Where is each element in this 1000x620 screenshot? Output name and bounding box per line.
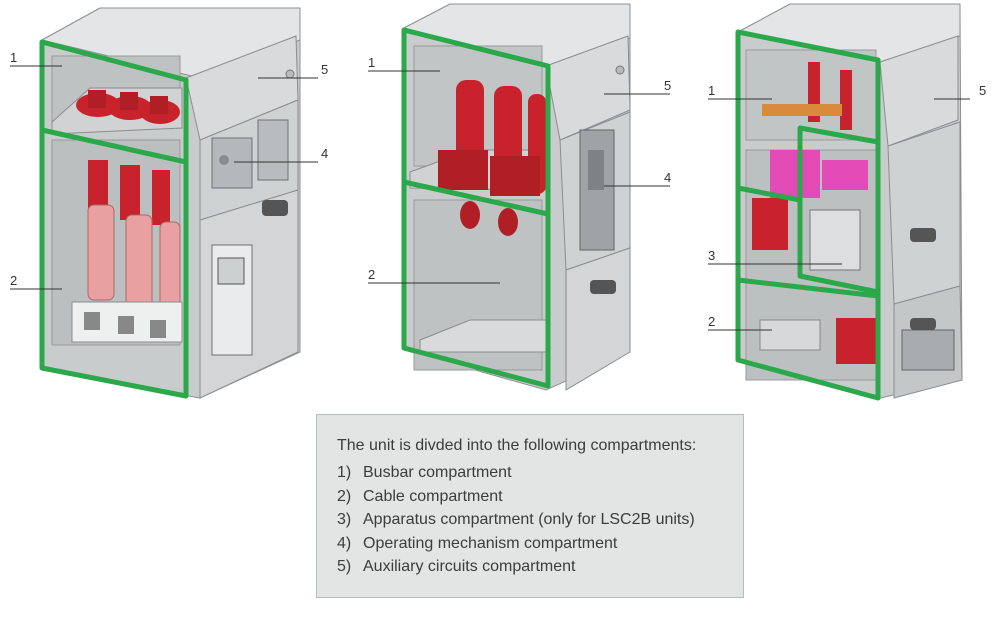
legend-intro: The unit is divded into the following co… — [337, 437, 697, 454]
legend-item-label: Cable compartment — [363, 487, 503, 505]
switchgear-unit-right — [735, 3, 963, 401]
callout-right-2: 2 — [708, 314, 716, 329]
callout-right-3: 3 — [708, 248, 716, 263]
callout-left-5: 5 — [321, 62, 329, 77]
callout-left-4: 4 — [321, 146, 329, 161]
busbar-insulators-left — [76, 90, 180, 124]
legend-item-number: 4) — [337, 534, 352, 552]
legend-item-label: Auxiliary circuits compartment — [363, 558, 576, 575]
compartment-highlight-left — [39, 39, 189, 399]
legend-item-cable: 2) Cable compartment — [337, 485, 743, 509]
callout-middle-2: 2 — [368, 267, 376, 282]
compartment-highlight-right — [735, 29, 881, 401]
cable-compartment-insulators-left — [71, 160, 183, 343]
switchgear-unit-middle — [401, 3, 631, 391]
legend-item-number: 1) — [337, 464, 352, 481]
legend-item-operating-mechanism: 4) Operating mechanism compartment — [337, 532, 743, 556]
callout-right-1: 1 — [708, 83, 716, 98]
callout-right-5: 5 — [979, 83, 987, 98]
callout-middle-4: 4 — [664, 170, 672, 185]
legend-item-number: 2) — [337, 487, 352, 505]
callout-middle-5: 5 — [664, 78, 672, 93]
busbar-insulators-middle — [438, 80, 546, 236]
callout-left-1: 1 — [10, 50, 18, 65]
legend-item-label: Operating mechanism compartment — [363, 534, 618, 552]
switchgear-unit-left — [39, 7, 301, 399]
legend-item-number: 5) — [337, 558, 352, 575]
legend-list: 1) Busbar compartment 2) Cable compartment… — [337, 461, 743, 579]
compartment-legend: The unit is divded into the following co… — [316, 414, 744, 598]
legend-item-number: 3) — [337, 511, 352, 528]
callout-left-2: 2 — [10, 273, 18, 288]
compartment-highlight-middle — [401, 27, 551, 389]
legend-item-label: Busbar compartment — [363, 464, 512, 481]
callout-middle-1: 1 — [368, 55, 376, 70]
apparatus-components-right — [752, 62, 876, 364]
legend-item-busbar: 1) Busbar compartment — [337, 461, 743, 485]
legend-item-label: Apparatus compartment (only for LSC2B un… — [363, 511, 695, 528]
legend-item-apparatus: 3) Apparatus compartment (only for LSC2B … — [337, 508, 743, 532]
callout-leaders — [10, 65, 970, 331]
legend-item-auxiliary-circuits: 5) Auxiliary circuits compartment — [337, 555, 743, 579]
